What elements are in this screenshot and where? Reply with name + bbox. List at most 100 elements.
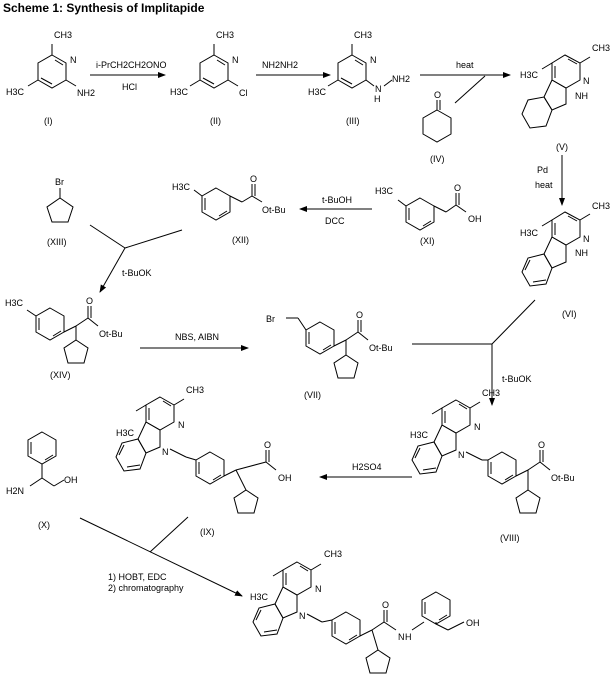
atom-N: N [232,55,239,65]
reagent-2-top: NH2NH2 [262,60,298,70]
arrow-10-branch [149,516,189,553]
atom-OH: OH [278,473,292,483]
atom-N: N [474,422,481,432]
compound-XIII: Br (XIII) [46,177,74,247]
compound-IX: CH3 H3C N N O OH (IX) [115,385,292,537]
arrow-10 [79,517,243,597]
atom-OH: OH [466,618,480,628]
atom-NH2: NH2 [77,88,95,98]
compound-label-VII: (VII) [304,390,321,400]
atom-O: O [434,90,441,100]
compound-final: CH3 H3C N N O N H OH [250,549,480,674]
atom-OH: OH [64,475,78,485]
atom-O: O [454,183,461,193]
reagent-6: t-BuOK [122,268,152,278]
compound-label-IV: (IV) [430,154,445,164]
reagent-3-top: heat [456,60,474,70]
atom-CH3: CH3 [592,201,610,211]
compound-XI: H3C O OH (XI) [375,183,482,246]
atom-CH3: CH3 [592,43,610,53]
compound-X: H2N OH (X) [6,431,78,530]
compound-label-XIV: (XIV) [50,370,71,380]
arrow-6 [99,247,126,293]
atom-O: O [250,174,257,184]
compound-VII: Br O Ot-Bu (VII) [266,310,393,400]
compound-III: CH3 H3C N N H NH2 (III) [308,30,410,126]
atom-H3C: H3C [116,428,135,438]
atom-H3C: H3C [410,430,429,440]
scheme-title: Scheme 1: Synthesis of Implitapide [3,1,205,15]
atom-H3C: H3C [250,592,269,602]
compound-label-XII: (XII) [232,235,249,245]
atom-CH3: CH3 [324,549,342,559]
compound-label-XI: (XI) [420,236,435,246]
atom-N: N [458,450,465,460]
atom-H2N: H2N [6,486,24,496]
compound-label-VIII: (VIII) [500,533,520,543]
arrow-8-branch-b [491,299,536,345]
compound-IV: O (IV) [422,90,452,164]
atom-NH: NH [575,91,588,101]
atom-Ot-Bu: Ot-Bu [99,329,123,339]
atom-O: O [356,310,363,320]
atom-H3C: H3C [520,228,539,238]
atom-N: N [162,447,169,457]
atom-H3C: H3C [520,70,539,80]
atom-H3C: H3C [5,298,24,308]
atom-O: O [538,440,545,450]
atom-Br: Br [55,177,64,187]
atom-H3C: H3C [308,87,327,97]
atom-N: N [375,84,382,94]
atom-N: N [583,234,590,244]
reagent-1-top: i-PrCH2CH2ONO [96,60,167,70]
reagent-10-line1: 1) HOBT, EDC [108,572,167,582]
compound-VI: CH3 H3C N NH (VI) [520,201,610,319]
atom-Ot-Bu: Ot-Bu [262,205,286,215]
reagent-9: H2SO4 [352,462,382,472]
atom-CH3: CH3 [186,385,204,395]
reagent-8: t-BuOK [502,374,532,384]
compound-label-I: (I) [44,116,53,126]
reagent-1-bottom: HCl [122,82,137,92]
atom-CH3: CH3 [54,30,72,40]
atom-NH2: NH2 [392,74,410,84]
atom-N: N [178,420,185,430]
reagent-5-top: t-BuOH [322,195,352,205]
compound-II: CH3 H3C N Cl (II) [170,30,248,126]
compound-VIII: CH3 H3C N N O Ot-Bu (VIII) [410,388,575,543]
compound-label-X: (X) [38,520,50,530]
arrow-6-branch-b [124,229,183,249]
compound-XIV: H3C O Ot-Bu (XIV) [5,296,123,380]
atom-CH3: CH3 [482,388,500,398]
reagent-4-bottom: heat [535,180,553,190]
atom-H3C: H3C [170,87,189,97]
arrow-3-branch [454,75,486,104]
compound-label-III: (III) [346,116,360,126]
atom-Br: Br [266,314,275,324]
arrow-6-branch-a [89,224,126,249]
atom-CH3: CH3 [216,30,234,40]
reagent-5-bottom: DCC [325,216,345,226]
reagent-7: NBS, AIBN [175,332,219,342]
compound-label-IX: (IX) [200,527,215,537]
atom-O: O [264,440,271,450]
compound-label-II: (II) [210,116,221,126]
atom-H: H [374,94,381,104]
atom-N: N [70,55,77,65]
atom-Ot-Bu: Ot-Bu [369,343,393,353]
atom-N: N [398,632,405,642]
atom-H3C: H3C [6,87,25,97]
atom-N: N [370,55,377,65]
atom-NH: NH [575,248,588,258]
atom-OH: OH [468,214,482,224]
reagent-10-line2: 2) chromatography [108,583,184,593]
atom-H3C: H3C [172,182,191,192]
atom-H3C: H3C [375,186,394,196]
compound-XII: H3C O Ot-Bu (XII) [172,174,286,245]
atom-H: H [405,632,412,642]
compound-label-VI: (VI) [562,309,577,319]
atom-N: N [583,76,590,86]
compound-label-XIII: (XIII) [47,237,67,247]
atom-Ot-Bu: Ot-Bu [551,473,575,483]
